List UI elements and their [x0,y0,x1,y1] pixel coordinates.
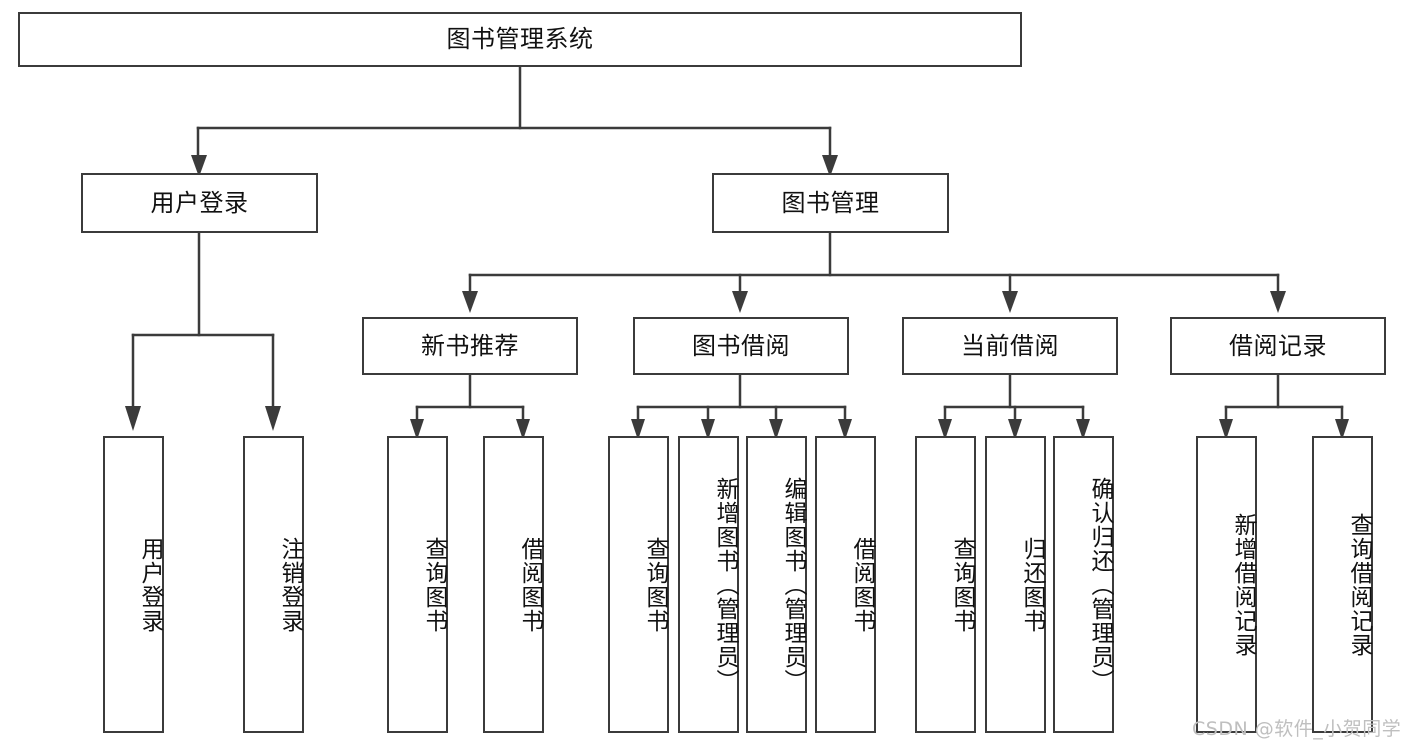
node-label: 新书推荐 [421,331,519,360]
leaf-recommend-borrow-book[interactable]: 借阅图书 [483,436,544,733]
node-book-management[interactable]: 图书管理 [712,173,949,233]
node-label: 编辑图书（管理员） [780,476,806,693]
node-label: 注销登录 [277,536,303,633]
node-label: 图书借阅 [692,331,790,360]
node-label: 图书管理 [781,188,880,217]
node-root-system[interactable]: 图书管理系统 [18,12,1022,67]
node-label: 归还图书 [1019,536,1045,633]
node-user-login[interactable]: 用户登录 [81,173,318,233]
leaf-user-login-login[interactable]: 用户登录 [103,436,164,733]
leaf-current-query-book[interactable]: 查询图书 [915,436,976,733]
leaf-user-login-logout[interactable]: 注销登录 [243,436,304,733]
node-label: 借阅图书 [517,536,543,633]
node-label: 新增图书（管理员） [712,476,738,693]
leaf-current-confirm-return-admin[interactable]: 确认归还（管理员） [1053,436,1114,733]
node-book-borrow[interactable]: 图书借阅 [633,317,849,375]
leaf-borrow-borrow-book[interactable]: 借阅图书 [815,436,876,733]
node-new-book-recommend[interactable]: 新书推荐 [362,317,578,375]
leaf-borrow-add-book-admin[interactable]: 新增图书（管理员） [678,436,739,733]
node-label: 当前借阅 [961,331,1059,360]
watermark-text: CSDN @软件_小贺同学 [1192,718,1402,740]
node-label: 新增借阅记录 [1230,512,1256,657]
node-label: 确认归还（管理员） [1087,476,1113,693]
leaf-current-return-book[interactable]: 归还图书 [985,436,1046,733]
node-label: 借阅记录 [1229,331,1327,360]
leaf-recommend-query-book[interactable]: 查询图书 [387,436,448,733]
leaf-borrow-edit-book-admin[interactable]: 编辑图书（管理员） [746,436,807,733]
node-label: 用户登录 [137,536,163,633]
node-label: 图书管理系统 [446,25,594,54]
node-label: 查询图书 [421,536,447,633]
node-label: 借阅图书 [849,536,875,633]
node-label: 查询借阅记录 [1346,512,1372,657]
leaf-borrow-query-book[interactable]: 查询图书 [608,436,669,733]
node-label: 查询图书 [642,536,668,633]
leaf-record-query-record[interactable]: 查询借阅记录 [1312,436,1373,733]
node-label: 查询图书 [949,536,975,633]
node-current-borrow[interactable]: 当前借阅 [902,317,1118,375]
leaf-record-add-record[interactable]: 新增借阅记录 [1196,436,1257,733]
node-label: 用户登录 [150,188,249,217]
node-borrow-record[interactable]: 借阅记录 [1170,317,1386,375]
